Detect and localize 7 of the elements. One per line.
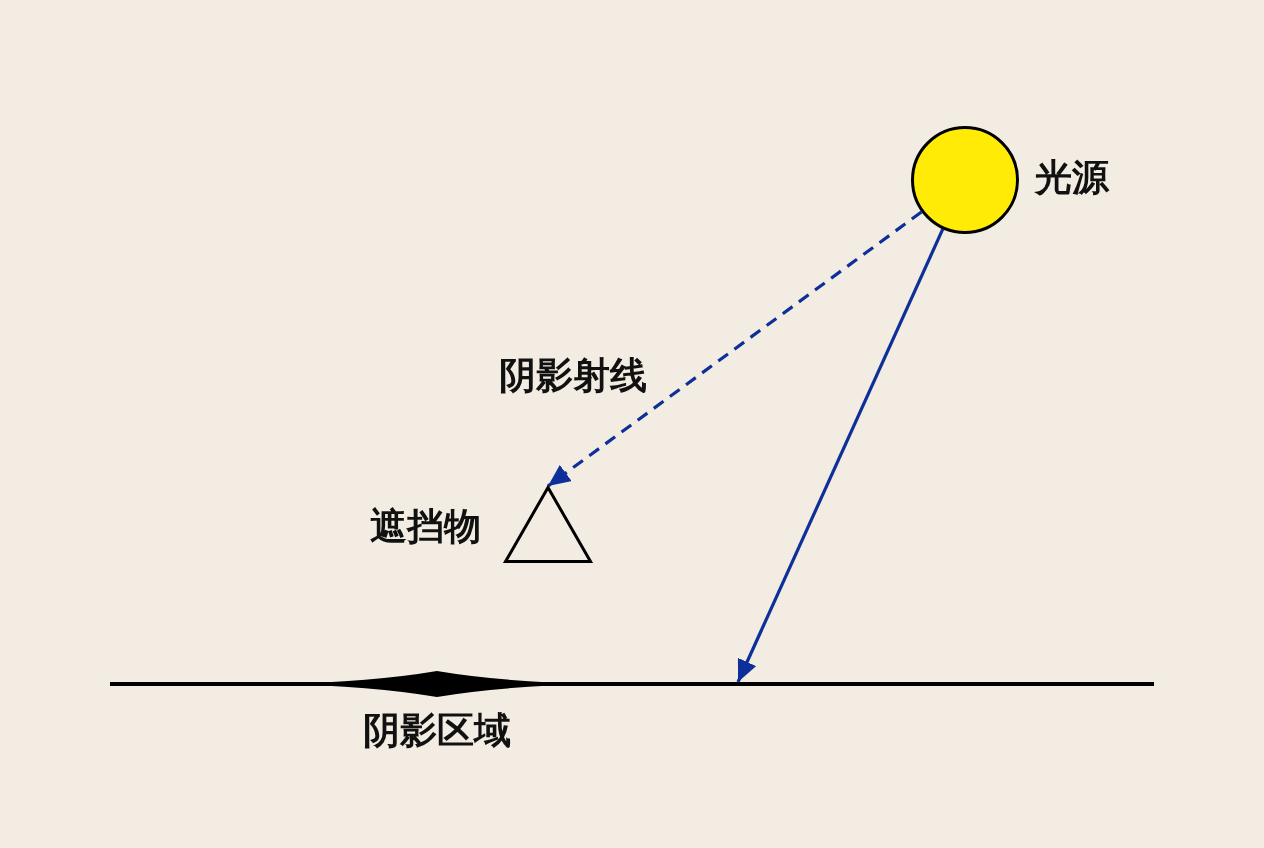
node-label: 光源 (1035, 156, 1109, 200)
arrow (736, 228, 945, 683)
triangle-shape (503, 485, 593, 563)
arrow (547, 210, 923, 488)
node-label: 遮挡物 (370, 505, 481, 549)
sun-circle (911, 126, 1019, 234)
node-label: 阴影区域 (363, 709, 511, 753)
